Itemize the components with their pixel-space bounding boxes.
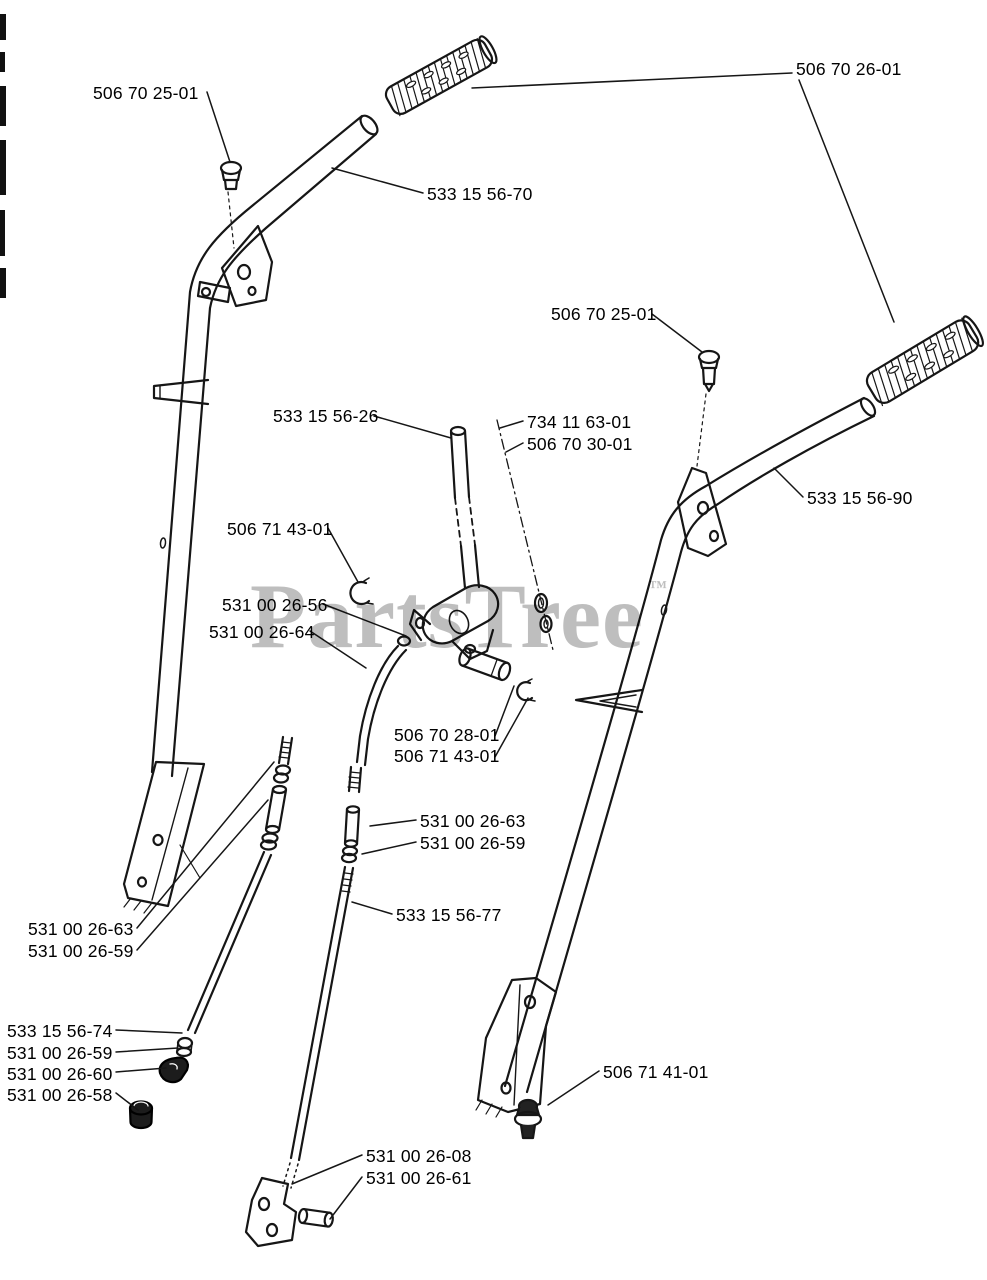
- part-label: 506 70 25-01: [93, 83, 199, 103]
- rod-533-15-56-77: [282, 865, 355, 1189]
- part-label: 531 00 26-56: [222, 595, 328, 615]
- part-label: 531 00 26-60: [7, 1064, 113, 1084]
- part-label: 506 71 43-01: [227, 519, 333, 539]
- part-label: 531 00 26-64: [209, 622, 315, 642]
- bolt-506-70-25-01-right: [696, 349, 721, 467]
- part-label: 533 15 56-70: [427, 184, 533, 204]
- nut-531-00-26-59-bottom: [175, 1036, 194, 1058]
- part-label: 506 71 41-01: [603, 1062, 709, 1082]
- part-label: 506 70 28-01: [394, 725, 500, 745]
- nut-531-00-26-59-middle: [340, 845, 359, 864]
- handle-grip-right: [865, 315, 984, 407]
- rod-533-15-56-74: [186, 850, 273, 1035]
- part-label: 531 00 26-59: [7, 1043, 113, 1063]
- sleeve-531-00-26-63-left: [259, 784, 288, 851]
- part-label: 506 70 25-01: [551, 304, 657, 324]
- bolt-506-71-41-01: [513, 1098, 543, 1140]
- part-label: 506 70 26-01: [796, 59, 902, 79]
- part-label: 533 15 56-74: [7, 1021, 113, 1041]
- cable-hook: [574, 688, 644, 714]
- sleeve-531-00-26-63-middle: [343, 805, 361, 848]
- part-label: 531 00 26-61: [366, 1168, 472, 1188]
- handlebar-right-533-15-56-90: [475, 396, 877, 1118]
- sleeve-531-00-26-61: [297, 1207, 334, 1228]
- rod-end-531-00-26-56: [396, 635, 412, 647]
- washer-and-nut: [496, 419, 554, 651]
- part-label: 506 70 30-01: [527, 434, 633, 454]
- part-label: 734 11 63-01: [527, 412, 632, 432]
- part-label: 531 00 26-58: [7, 1085, 113, 1105]
- leader-lines: [115, 72, 895, 1220]
- cap-nut-531-00-26-58: [128, 1100, 154, 1130]
- part-label: 531 00 26-08: [366, 1146, 472, 1166]
- part-label: 533 15 56-26: [273, 406, 379, 426]
- scan-artifacts: [0, 14, 6, 298]
- clip-506-71-43-01-lower: [516, 678, 536, 702]
- handle-grip-top: [384, 35, 498, 117]
- bracket-531-00-26-08: [244, 1176, 298, 1248]
- handlebar-left-533-15-56-70: [122, 114, 379, 914]
- part-label: 531 00 26-63: [28, 919, 134, 939]
- part-label: 531 00 26-63: [420, 811, 526, 831]
- elbow-531-00-26-60: [158, 1056, 189, 1084]
- part-label: 531 00 26-59: [28, 941, 134, 961]
- part-label: 531 00 26-59: [420, 833, 526, 853]
- part-label: 533 15 56-90: [807, 488, 913, 508]
- pin-506-70-28-01: [458, 647, 512, 682]
- part-label: 506 71 43-01: [394, 746, 500, 766]
- control-rod-533-15-56-26: [449, 425, 481, 590]
- clip-506-71-43-01-upper: [349, 577, 374, 606]
- part-label: 533 15 56-77: [396, 905, 502, 925]
- bolt-506-70-25-01-left: [219, 160, 243, 249]
- coupler-middle: [347, 765, 363, 794]
- link-rod-531-00-26-64: [355, 644, 408, 767]
- coupler-left: [272, 735, 294, 784]
- pivot-housing: [408, 584, 500, 661]
